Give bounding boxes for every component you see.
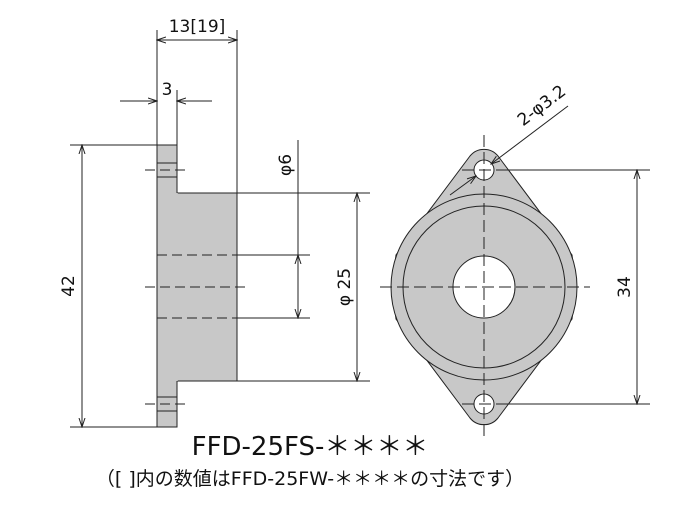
model-title: FFD-25FS-＊＊＊＊	[191, 432, 429, 462]
model-note: （[ ]内の数値はFFD-25FW-＊＊＊＊の寸法です）	[95, 468, 525, 490]
front-view	[380, 135, 590, 440]
side-view	[145, 144, 250, 428]
dim-hole-pitch: 34	[615, 276, 635, 298]
dim-bore: φ6	[276, 154, 296, 176]
dim-length: 13[19]	[169, 17, 226, 37]
dim-boss-diameter: φ 25	[335, 268, 355, 306]
dim-flange-thickness: 3	[162, 80, 173, 100]
dim-holes: 2-φ3.2	[514, 81, 570, 130]
dim-height: 42	[59, 275, 79, 297]
